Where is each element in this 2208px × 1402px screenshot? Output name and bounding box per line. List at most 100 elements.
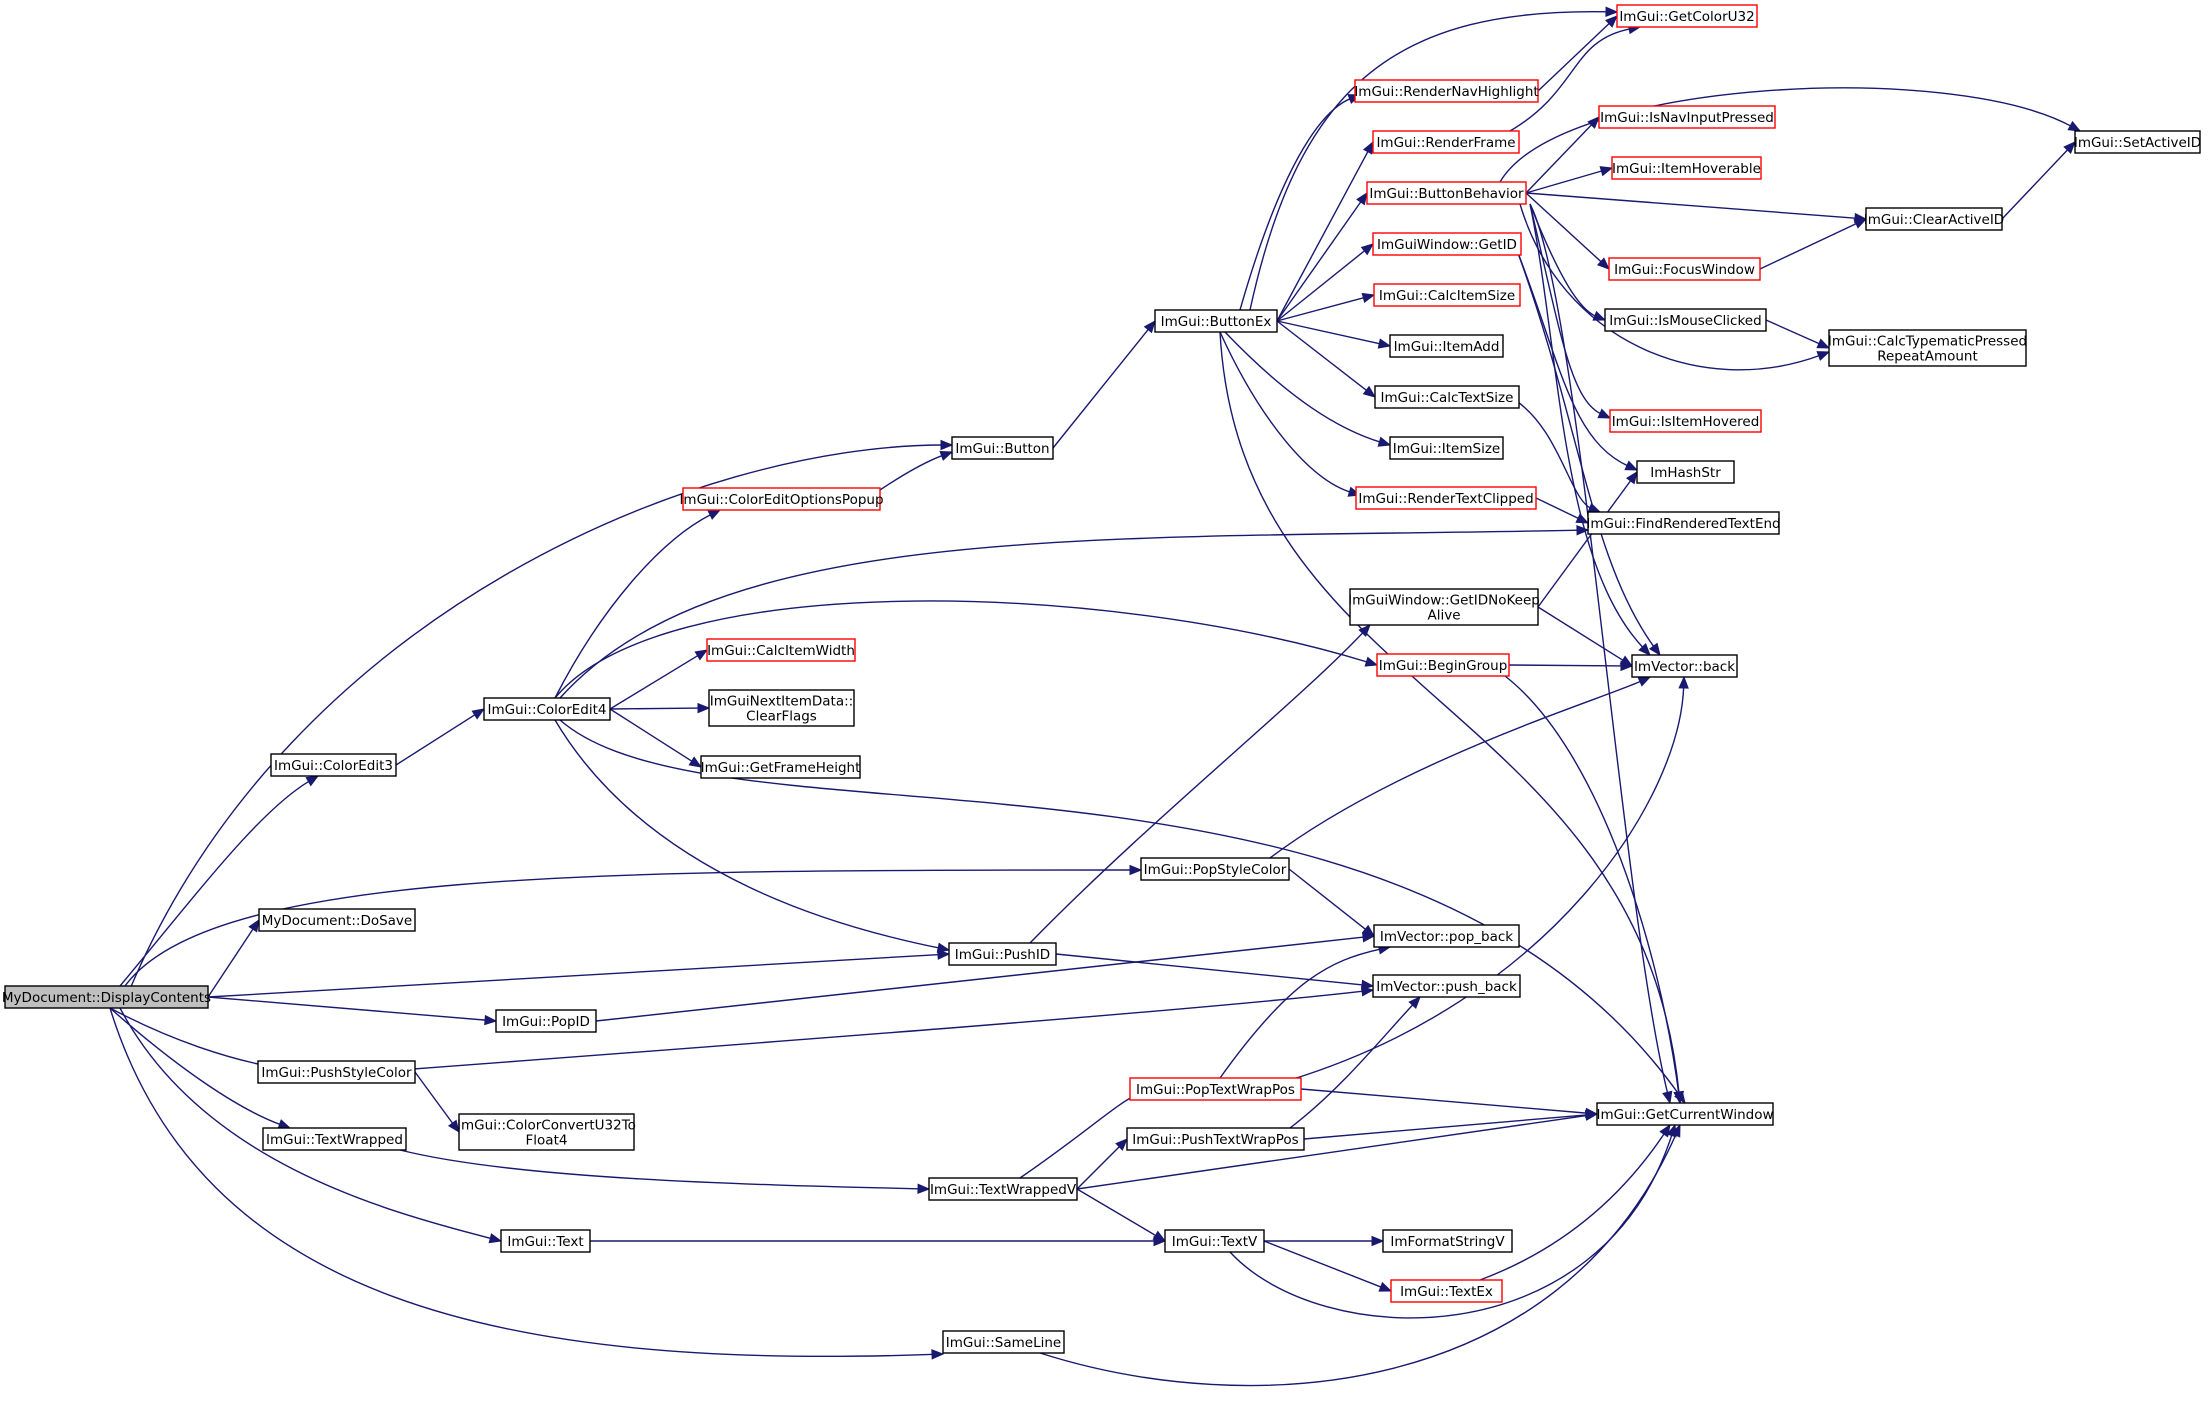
graph-node-format-string-v[interactable]: ImFormatStringV <box>1382 1229 1513 1253</box>
graph-node-push-style-color[interactable]: ImGui::PushStyleColor <box>257 1060 416 1084</box>
graph-node-calc-item-width[interactable]: ImGui::CalcItemWidth <box>706 638 856 662</box>
graph-node-text-ex[interactable]: ImGui::TextEx <box>1390 1279 1503 1303</box>
graph-node-focus-window[interactable]: ImGui::FocusWindow <box>1608 257 1761 281</box>
edge-line <box>1276 249 1367 322</box>
edge-line <box>1276 149 1370 322</box>
call-edge-text-v-to-text-ex <box>1263 1240 1393 1292</box>
call-edge-text-wrapped-to-text-wrapped-v <box>399 1149 931 1194</box>
graph-node-text-wrapped-v[interactable]: ImGui::TextWrappedV <box>928 1177 1078 1201</box>
arrowhead-icon <box>1648 642 1661 657</box>
graph-node-is-item-hovered[interactable]: ImGui::IsItemHovered <box>1609 409 1762 433</box>
graph-node-color-edit3[interactable]: ImGui::ColorEdit3 <box>270 753 397 777</box>
arrowhead-icon <box>1360 243 1375 256</box>
graph-node-do-save[interactable]: MyDocument::DoSave <box>258 908 416 932</box>
node-box <box>1389 436 1504 460</box>
arrowhead-icon <box>1673 1090 1684 1105</box>
arrowhead-icon <box>936 942 951 953</box>
node-box <box>2074 130 2201 154</box>
node-box <box>1631 654 1738 678</box>
node-label: ImGui::RenderNavHighlight <box>1354 84 1538 100</box>
graph-node-button[interactable]: ImGui::Button <box>951 436 1054 460</box>
graph-node-push-id[interactable]: ImGui::PushID <box>948 942 1057 966</box>
node-box <box>1129 1077 1302 1101</box>
graph-node-get-current-window[interactable]: ImGui::GetCurrentWindow <box>1596 1102 1774 1126</box>
graph-node-render-nav-highlight[interactable]: ImGui::RenderNavHighlight <box>1354 79 1539 103</box>
graph-node-calc-text-size[interactable]: ImGui::CalcTextSize <box>1374 385 1520 409</box>
node-label: ImGui::ClearActiveID <box>1864 212 2004 228</box>
graph-node-button-behavior[interactable]: ImGui::ButtonBehavior <box>1366 181 1527 205</box>
graph-node-text-wrapped[interactable]: ImGui::TextWrapped <box>262 1127 407 1151</box>
graph-node-item-add[interactable]: ImGui::ItemAdd <box>1389 334 1504 358</box>
arrowhead-icon <box>1587 502 1602 513</box>
graph-node-render-text-clipped[interactable]: ImGui::RenderTextClipped <box>1355 486 1537 510</box>
node-box <box>1389 334 1504 358</box>
arrowhead-icon <box>1153 1235 1167 1247</box>
graph-node-set-active-id[interactable]: ImGui::SetActiveID <box>2074 130 2201 154</box>
graph-node-text-v[interactable]: ImGui::TextV <box>1164 1229 1265 1253</box>
edge-line <box>1224 331 1382 444</box>
edge-line <box>1269 680 1643 859</box>
node-box <box>1604 308 1767 332</box>
graph-node-is-mouse-clicked[interactable]: ImGui::IsMouseClicked <box>1604 308 1767 332</box>
graph-node-vector-pop-back[interactable]: ImVector::pop_back <box>1373 924 1520 948</box>
graph-node-pop-text-wrap-pos[interactable]: ImGui::PopTextWrapPos <box>1129 1077 1302 1101</box>
graph-node-window-get-id[interactable]: ImGuiWindow::GetID <box>1372 232 1522 256</box>
arrowhead-icon <box>1129 864 1143 876</box>
graph-node-calc-item-size[interactable]: ImGui::CalcItemSize <box>1373 283 1521 307</box>
graph-node-pop-style-color[interactable]: ImGui::PopStyleColor <box>1140 857 1290 881</box>
node-label: ImGui::ItemSize <box>1393 441 1500 457</box>
arrowhead-icon <box>1371 1235 1385 1247</box>
graph-node-same-line[interactable]: ImGui::SameLine <box>942 1330 1065 1354</box>
graph-node-color-edit-options-popup[interactable]: ImGui::ColorEditOptionsPopup <box>679 487 884 511</box>
call-edge-display-contents-to-same-line <box>109 1007 945 1360</box>
arrowhead-icon <box>1625 470 1638 485</box>
edge-line <box>609 707 701 710</box>
node-box <box>1376 653 1510 677</box>
node-box <box>1349 588 1539 626</box>
node-label: MyDocument::DoSave <box>262 913 412 929</box>
edge-line <box>1537 606 1625 662</box>
graph-node-push-text-wrap-pos[interactable]: ImGui::PushTextWrapPos <box>1126 1127 1305 1151</box>
edge-line <box>1076 1114 1589 1190</box>
call-edge-button-ex-to-window-get-id <box>1276 243 1375 322</box>
graph-node-vector-push-back[interactable]: ImVector::push_back <box>1372 974 1521 998</box>
graph-node-get-color-u32[interactable]: ImGui::GetColorU32 <box>1616 4 1758 28</box>
node-box <box>258 908 416 932</box>
call-edges <box>109 6 2082 1387</box>
graph-node-clear-active-id[interactable]: ImGui::ClearActiveID <box>1864 207 2004 231</box>
graph-node-begin-group[interactable]: ImGui::BeginGroup <box>1376 653 1510 677</box>
arrowhead-icon <box>1378 1281 1393 1292</box>
arrowhead-icon <box>1576 524 1590 536</box>
graph-node-is-nav-input-pressed[interactable]: ImGui::IsNavInputPressed <box>1598 105 1776 129</box>
arrowhead-icon <box>1620 660 1634 672</box>
graph-node-im-hash-str[interactable]: ImHashStr <box>1636 460 1735 484</box>
node-label: ImGui::PushTextWrapPos <box>1132 1132 1298 1148</box>
edge-line <box>609 708 694 763</box>
graph-node-get-frame-height[interactable]: ImGui::GetFrameHeight <box>700 755 861 779</box>
graph-node-find-rendered-text-end[interactable]: ImGui::FindRenderedTextEnd <box>1586 511 1781 535</box>
graph-node-vector-back[interactable]: ImVector::back <box>1631 654 1738 678</box>
graph-node-text[interactable]: ImGui::Text <box>500 1229 591 1253</box>
call-edge-button-ex-to-calc-text-size <box>1276 320 1377 398</box>
edge-line <box>1529 203 1645 649</box>
graph-node-render-frame[interactable]: ImGui::RenderFrame <box>1372 130 1520 154</box>
node-box <box>928 1177 1078 1201</box>
arrowhead-icon <box>1408 996 1421 1009</box>
graph-node-color-edit4[interactable]: ImGui::ColorEdit4 <box>483 697 611 721</box>
graph-node-next-item-clear-flags[interactable]: ImGuiNextItemData::ClearFlags <box>708 689 855 727</box>
graph-node-pop-id[interactable]: ImGui::PopID <box>495 1009 597 1033</box>
graph-node-button-ex[interactable]: ImGui::ButtonEx <box>1154 309 1278 333</box>
call-edge-button-behavior-to-get-current-window <box>1529 203 1673 1105</box>
node-label: ImGui::GetColorU32 <box>1619 9 1754 25</box>
node-label: Float4 <box>526 1133 568 1149</box>
node-label: ImGui::FindRenderedTextEnd <box>1586 516 1780 532</box>
graph-node-item-hoverable[interactable]: ImGui::ItemHoverable <box>1611 156 1762 180</box>
node-box <box>270 753 397 777</box>
node-label: ImGui::TextWrapped <box>266 1132 403 1148</box>
graph-node-item-size[interactable]: ImGui::ItemSize <box>1389 436 1504 460</box>
node-label: ImGui::TextWrappedV <box>930 1182 1077 1198</box>
node-box <box>1608 257 1761 281</box>
